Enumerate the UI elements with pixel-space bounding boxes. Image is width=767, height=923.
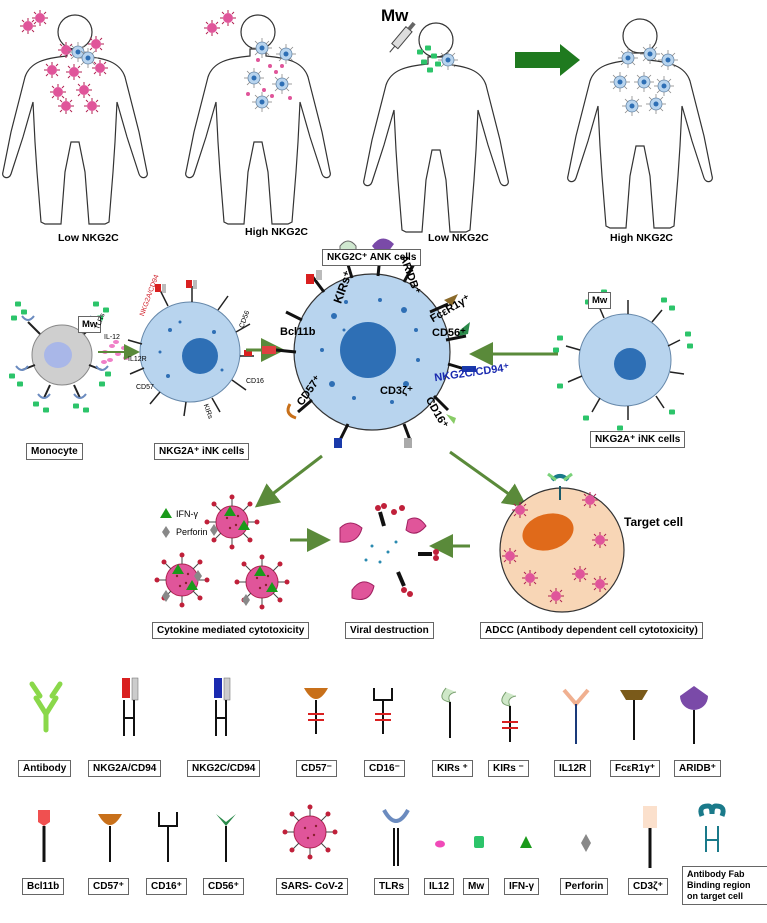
legend-il12r-label: IL12R xyxy=(554,760,592,777)
ifn-legend-label: IFN-γ xyxy=(176,509,198,519)
progression-arrow xyxy=(515,44,580,76)
ifn-marker-icon xyxy=(160,508,172,518)
legend-nkg2c-label: NKG2C/CD94 xyxy=(187,760,261,777)
legend-cd56plus-icon xyxy=(216,814,236,862)
center-cd3-label: CD3ζ⁺ xyxy=(380,385,413,397)
target-cell xyxy=(499,472,625,613)
legend-cd57minus-label: CD57⁻ xyxy=(296,760,337,777)
mw-box-right: Mw xyxy=(588,292,612,309)
legend-perforin-label: Perforin xyxy=(560,878,609,895)
legend-kirsplus-label: KIRs ⁺ xyxy=(432,760,473,777)
legend-kirsminus-label: KIRs ⁻ xyxy=(488,760,529,777)
legend-il12-icon xyxy=(435,840,445,848)
body3-injection xyxy=(389,21,459,73)
viral-box: Viral destruction xyxy=(345,622,434,639)
viral-fragments xyxy=(339,503,439,600)
cytokine-box: Cytokine mediated cytotoxicity xyxy=(152,622,310,639)
legend-kirsminus-icon xyxy=(501,691,518,742)
perforin-marker-icon xyxy=(162,526,170,538)
legend-nkg2a-label: NKG2A/CD94 xyxy=(88,760,162,777)
ink-cells-right-label: NKG2A⁺ iNK cells xyxy=(590,431,686,448)
legend-cd57minus-icon xyxy=(304,688,328,734)
figure4-label: High NKG2C xyxy=(610,232,673,244)
monocyte xyxy=(9,301,111,413)
il12r-label: IL12R xyxy=(128,356,147,363)
legend-perforin-icon xyxy=(581,834,591,852)
legend-aridb-label: ARIDB⁺ xyxy=(674,760,721,777)
legend-bcl11b-label: Bcl11b xyxy=(22,878,65,895)
legend-fab-icon xyxy=(698,803,726,852)
legend-antibody-label: Antibody xyxy=(18,760,72,777)
legend-ifn-label: IFN-γ xyxy=(504,878,539,895)
mw-box-left: Mw xyxy=(78,316,102,333)
legend-nkg2a-icon xyxy=(122,677,139,736)
body2-viruses xyxy=(203,9,297,113)
legend-il12r-icon xyxy=(562,688,590,744)
legend-cd57plus-icon xyxy=(98,814,122,862)
legend-nkg2c-icon xyxy=(214,677,231,736)
legend-tlrs-label: TLRs xyxy=(374,878,409,895)
legend-cd16minus-label: CD16⁻ xyxy=(364,760,405,777)
cd57-small-label: CD57 xyxy=(136,384,154,391)
center-cd56-label: CD56⁺ xyxy=(432,327,466,339)
legend-tlrs-icon xyxy=(382,808,410,866)
legend-fcer-icon xyxy=(620,690,648,740)
ink-cell-left xyxy=(127,280,254,417)
figure3-label: Low NKG2C xyxy=(428,232,489,244)
legend-il12-label: IL12 xyxy=(424,878,455,895)
figure1-label: Low NKG2C xyxy=(58,232,119,244)
cd16-small-label: CD16 xyxy=(246,378,264,385)
legend-cd16minus-icon xyxy=(373,688,393,734)
target-cell-label: Target cell xyxy=(624,515,684,529)
legend-bcl11b-icon xyxy=(38,810,50,862)
figure2-label: High NKG2C xyxy=(245,226,308,238)
il12-label: IL-12 xyxy=(104,334,120,341)
legend-cd16plus-label: CD16⁺ xyxy=(146,878,187,895)
ink-cells-left-label: NKG2A⁺ iNK cells xyxy=(154,443,250,460)
cytokine-viruses xyxy=(154,494,290,610)
center-bcl11b-label: Bcl11b xyxy=(280,326,316,338)
legend-mw-label: Mw xyxy=(463,878,490,895)
legend-ifn-icon xyxy=(520,836,532,848)
arrow-to-adcc xyxy=(449,450,528,508)
legend-kirsplus-icon xyxy=(441,687,457,738)
legend-cd56plus-label: CD56⁺ xyxy=(203,878,244,895)
perforin-legend-label: Perforin xyxy=(176,527,208,537)
legend-antibody-icon xyxy=(29,681,63,733)
ank-cells-title: NKG2C⁺ ANK cells xyxy=(322,249,422,266)
legend-mw-icon xyxy=(474,836,484,848)
ink-cell-right xyxy=(553,289,693,431)
mw-injection-label: Mw xyxy=(381,6,409,25)
legend-sarscov2-icon xyxy=(282,804,338,860)
arrow-to-cytokine xyxy=(254,454,323,508)
legend-fcer-label: FcεR1γ⁺ xyxy=(610,760,661,777)
adcc-box: ADCC (Antibody dependent cell cytotoxici… xyxy=(480,622,703,639)
legend-aridb-icon xyxy=(680,686,708,744)
legend-cd57plus-label: CD57⁺ xyxy=(88,878,129,895)
legend-fab-label: Antibody Fab Binding region on target ce… xyxy=(682,866,767,905)
legend-cd3z-icon xyxy=(643,806,657,868)
ank-cell-center xyxy=(262,238,476,448)
legend-cd16plus-icon xyxy=(158,812,178,862)
legend-sarscov2-label: SARS- CoV-2 xyxy=(276,878,349,895)
body-figure-4 xyxy=(567,18,713,229)
legend-cd3z-label: CD3ζ⁺ xyxy=(628,878,668,895)
monocyte-label: Monocyte xyxy=(26,443,83,460)
